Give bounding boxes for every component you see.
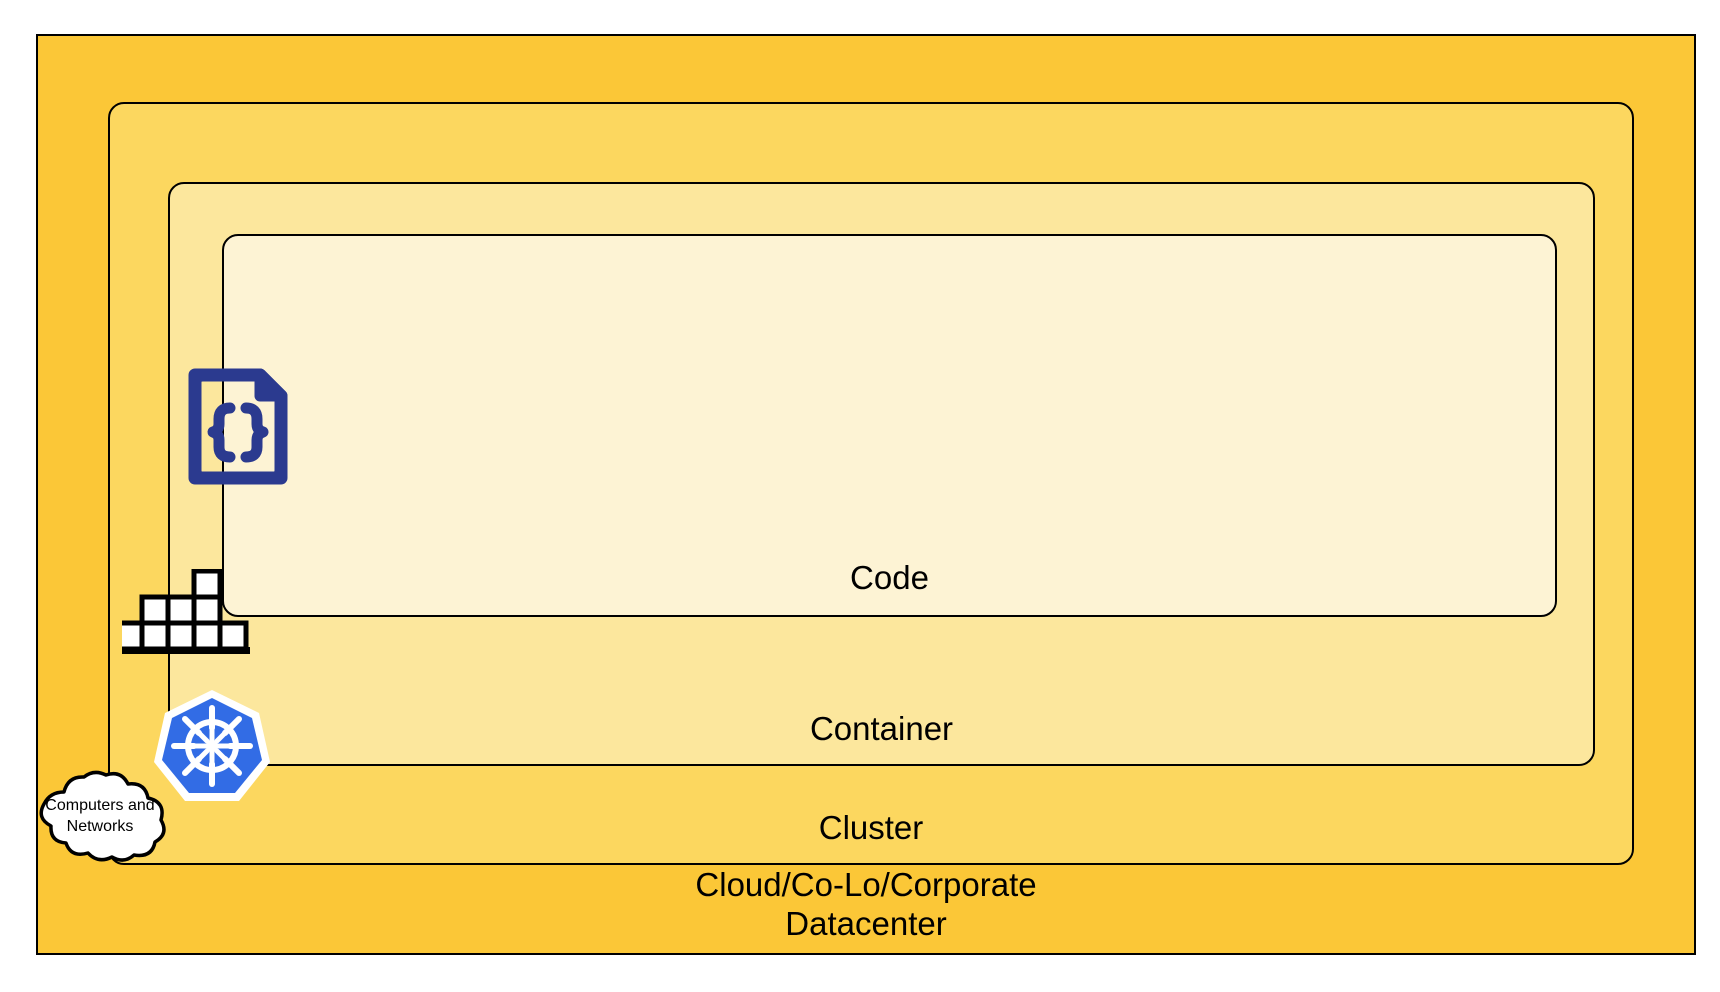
layer-label-cluster: Cluster (818, 809, 924, 846)
layer-cluster[interactable]: Code Container (108, 102, 1634, 865)
kubernetes-helm-wheel-icon (154, 688, 270, 804)
layer-label-datacenter: Cloud/Co-Lo/Corporate Datacenter (695, 866, 1037, 942)
layer-label-container: Container (809, 710, 954, 747)
layer-code[interactable]: Code (222, 234, 1557, 617)
computers-and-networks-cloud[interactable]: Computers and Networks (26, 768, 174, 864)
code-file-braces-icon (184, 364, 292, 489)
layer-label-code: Code (850, 559, 929, 596)
layer-datacenter[interactable]: Code Container (36, 34, 1696, 955)
container-stacked-blocks-icon (122, 569, 250, 654)
layer-container[interactable]: Code Container (168, 182, 1595, 766)
